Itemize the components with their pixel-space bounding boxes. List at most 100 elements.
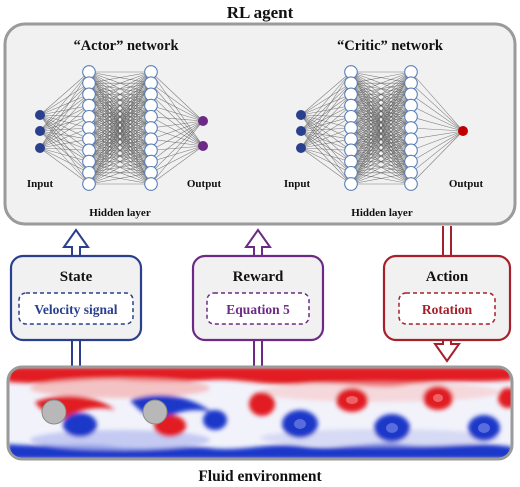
agent-title: RL agent [227, 3, 294, 22]
network-edge [150, 71, 204, 147]
network-edge [88, 71, 152, 162]
network-edge [300, 105, 352, 132]
network-edge [350, 71, 412, 84]
network-edge [39, 130, 90, 162]
input-node [35, 143, 45, 153]
network-edge [88, 71, 152, 151]
cylinder-1 [41, 399, 67, 425]
network-edge [350, 71, 412, 95]
network-edge [350, 161, 412, 185]
network-edge [300, 138, 352, 149]
network-edge [39, 127, 90, 149]
network-edge [350, 138, 412, 185]
network-edge [410, 94, 464, 132]
network-edge [350, 116, 412, 185]
network-edge [88, 71, 152, 129]
network-edge [150, 120, 204, 185]
network-edge [150, 145, 204, 151]
network-edge [150, 127, 204, 147]
critic-output-label: Output [449, 178, 484, 190]
network-edge [350, 71, 412, 129]
network-edge [39, 138, 90, 149]
network-edge [410, 105, 464, 132]
network-edge [410, 116, 464, 132]
network-edge [39, 147, 90, 174]
network-edge [300, 127, 352, 149]
network-edge [350, 71, 412, 162]
hidden-node [82, 177, 96, 191]
critic-network [296, 65, 468, 191]
network-edge [150, 82, 204, 122]
network-edge [150, 145, 204, 174]
network-edge [39, 147, 90, 185]
output-node [198, 141, 208, 151]
output-node [198, 116, 208, 126]
network-edge [300, 130, 352, 185]
network-edge [300, 130, 352, 174]
action-box: Action Rotation [382, 254, 512, 342]
network-edge [39, 147, 90, 151]
network-edge [150, 120, 204, 129]
reward-box: Reward Equation 5 [191, 254, 325, 342]
network-edge [150, 145, 204, 162]
actor-input-label: Input [27, 178, 54, 190]
state-subtitle: Velocity signal [34, 302, 117, 317]
input-node [35, 110, 45, 120]
network-edge [39, 105, 90, 132]
network-edge [300, 83, 352, 149]
network-edge [300, 116, 352, 132]
network-edge [410, 71, 464, 132]
network-edge [350, 105, 412, 185]
network-edge [88, 71, 152, 95]
input-node [296, 143, 306, 153]
network-edge [350, 150, 412, 185]
network-edge [300, 147, 352, 185]
network-edge [150, 71, 204, 122]
output-node [458, 126, 468, 136]
environment-title: Fluid environment [198, 468, 322, 485]
network-edge [88, 71, 152, 140]
network-edge [350, 94, 412, 185]
network-edge [150, 120, 204, 173]
network-edge [39, 83, 90, 149]
state-title: State [60, 269, 93, 285]
actor-network [35, 65, 208, 191]
network-edge [300, 130, 352, 151]
network-edge [39, 83, 90, 132]
network-edge [39, 71, 90, 116]
network-edge [88, 150, 152, 185]
network-edge [410, 130, 464, 151]
network-edge [300, 116, 352, 149]
critic-input-label: Input [284, 178, 311, 190]
network-edge [350, 172, 412, 185]
network-edge [150, 145, 204, 185]
network-edge [39, 82, 90, 116]
network-edge [150, 94, 204, 122]
network-edge [39, 130, 90, 151]
network-edge [88, 161, 152, 185]
network-edge [350, 71, 412, 173]
network-edge [410, 82, 464, 132]
network-edge [39, 94, 90, 116]
critic-network-title: “Critic” network [337, 38, 444, 54]
network-edge [88, 71, 152, 118]
network-edge [150, 116, 204, 122]
network-edge [150, 120, 204, 151]
cylinder-2 [142, 399, 168, 425]
reward-title: Reward [233, 269, 284, 285]
network-edge [88, 127, 152, 185]
network-edge [410, 130, 464, 140]
input-node [35, 126, 45, 136]
action-subtitle: Rotation [422, 302, 473, 317]
network-edge [88, 105, 152, 185]
network-edge [350, 83, 412, 185]
network-connections [300, 71, 464, 185]
network-edge [300, 130, 352, 162]
network-edge [300, 130, 352, 140]
network-edge [410, 127, 464, 132]
network-edge [300, 71, 352, 149]
network-edge [300, 94, 352, 132]
network-edge [350, 71, 412, 106]
network-edge [39, 71, 90, 149]
input-node [296, 126, 306, 136]
